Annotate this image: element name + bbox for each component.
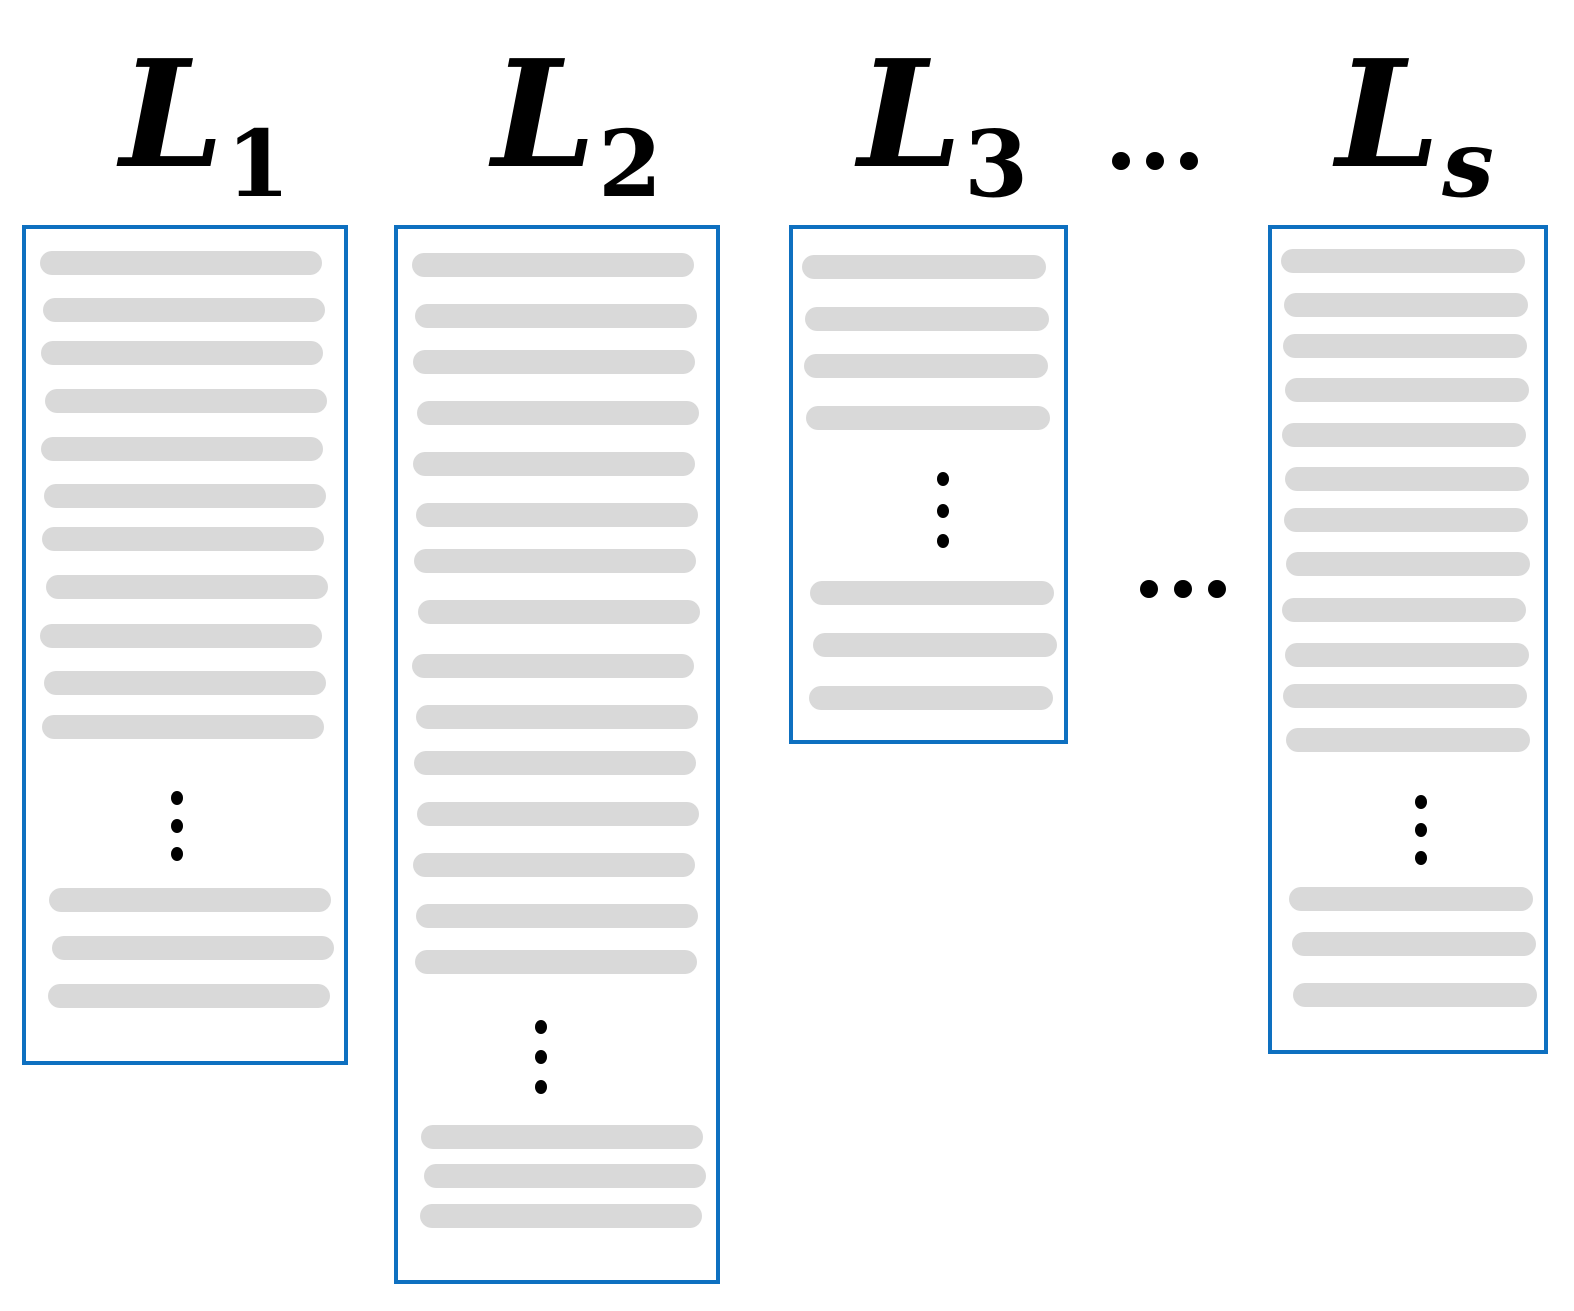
list-entry	[44, 484, 326, 508]
list-entry	[1284, 508, 1528, 532]
list-entry	[420, 1204, 702, 1228]
list-heading-letter: L	[1336, 27, 1440, 201]
list-entry	[1289, 887, 1533, 911]
list-entry	[48, 984, 330, 1008]
list-entry	[1282, 423, 1526, 447]
list-box-s	[1268, 225, 1548, 1054]
list-entry	[42, 527, 324, 551]
list-entry	[806, 406, 1050, 430]
list-entry	[413, 853, 695, 877]
list-entry	[1292, 932, 1536, 956]
list-entry	[412, 253, 694, 277]
vertical-ellipsis	[170, 791, 184, 867]
list-entry	[40, 624, 322, 648]
ellipsis-dot	[1112, 152, 1130, 170]
list-heading-letter: L	[120, 27, 224, 201]
list-entry	[809, 686, 1053, 710]
list-entry	[41, 341, 323, 365]
list-heading-subscript: 1	[226, 110, 291, 218]
list-entry	[413, 350, 695, 374]
list-entry	[412, 654, 694, 678]
list-entry	[1285, 643, 1529, 667]
list-heading-subscript: 3	[964, 110, 1029, 218]
list-entry	[804, 354, 1048, 378]
list-heading-subscript: s	[1442, 110, 1494, 218]
list-entry	[43, 298, 325, 322]
list-entry	[1283, 334, 1527, 358]
list-heading-letter: L	[492, 27, 596, 201]
list-entry	[421, 1125, 703, 1149]
list-entry	[418, 600, 700, 624]
list-box-1	[22, 225, 348, 1065]
list-ellipsis	[1140, 580, 1228, 600]
list-entry	[1293, 983, 1537, 1007]
vertical-ellipsis	[936, 472, 950, 548]
list-entry	[1284, 293, 1528, 317]
list-box-2	[394, 225, 720, 1284]
list-entry	[44, 671, 326, 695]
list-heading-subscript: 2	[598, 110, 663, 218]
list-entry	[414, 751, 696, 775]
list-entry	[41, 437, 323, 461]
list-entry	[415, 304, 697, 328]
list-entry	[813, 633, 1057, 657]
heading-ellipsis	[1112, 152, 1200, 172]
list-heading-letter: L	[858, 27, 962, 201]
list-heading-2: L2	[492, 40, 662, 210]
list-entry	[1286, 552, 1530, 576]
list-entry	[40, 251, 322, 275]
list-heading-3: L3	[858, 40, 1028, 210]
list-entry	[810, 581, 1054, 605]
list-entry	[45, 389, 327, 413]
list-entry	[46, 575, 328, 599]
ellipsis-dot	[1180, 152, 1198, 170]
ellipsis-dot	[1146, 152, 1164, 170]
list-entry	[805, 307, 1049, 331]
list-entry	[416, 904, 698, 928]
list-entry	[52, 936, 334, 960]
list-entry	[1281, 249, 1525, 273]
list-entry	[49, 888, 331, 912]
list-entry	[1283, 684, 1527, 708]
list-entry	[42, 715, 324, 739]
list-entry	[802, 255, 1046, 279]
list-entry	[424, 1164, 706, 1188]
list-entry	[1285, 378, 1529, 402]
ellipsis-dot	[1140, 580, 1158, 598]
list-entry	[1282, 598, 1526, 622]
ellipsis-dot	[1208, 580, 1226, 598]
list-entry	[417, 802, 699, 826]
list-heading-s: Ls	[1336, 40, 1494, 210]
list-entry	[416, 503, 698, 527]
list-entry	[417, 401, 699, 425]
vertical-ellipsis	[534, 1020, 548, 1096]
list-entry	[413, 452, 695, 476]
list-box-3	[789, 225, 1068, 744]
list-entry	[415, 950, 697, 974]
list-entry	[1286, 728, 1530, 752]
ellipsis-dot	[1174, 580, 1192, 598]
list-entry	[416, 705, 698, 729]
vertical-ellipsis	[1414, 795, 1428, 871]
list-entry	[414, 549, 696, 573]
list-entry	[1285, 467, 1529, 491]
list-heading-1: L1	[120, 40, 290, 210]
